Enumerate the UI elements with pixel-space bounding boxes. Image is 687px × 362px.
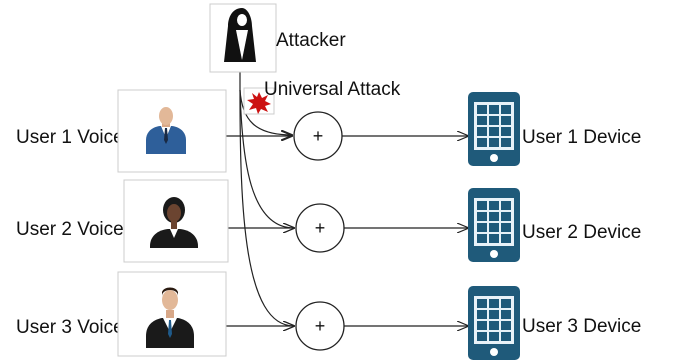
mixer-circle: [295, 301, 345, 351]
tablet-app-tile: [477, 310, 487, 319]
mixer-circle: [293, 111, 343, 161]
mixer-circle: [295, 203, 345, 253]
user-voice-label: User 3 Voice: [16, 317, 124, 338]
tablet-app-tile: [501, 223, 511, 232]
tablet-app-tile: [501, 310, 511, 319]
universal-attack-node: Universal Attack: [243, 79, 401, 115]
user-row-2: User 2 Voice + User 2 Device: [16, 179, 641, 263]
tablet-app-tile: [489, 332, 499, 341]
tablet-app-tile: [501, 321, 511, 330]
tablet-app-tile: [501, 299, 511, 308]
user-voice-label: User 1 Voice: [16, 127, 124, 148]
universal-attack-label: Universal Attack: [264, 79, 401, 100]
wiring: [196, 62, 468, 326]
tablet-app-tile: [477, 116, 487, 125]
tablet-app-tile: [477, 212, 487, 221]
tablet-app-tile: [477, 299, 487, 308]
tablet-grids: [477, 105, 511, 356]
tablet-app-tile: [489, 223, 499, 232]
businesswoman-icon: [150, 197, 198, 248]
tablet-app-tile: [489, 299, 499, 308]
tablet-app-tile: [489, 201, 499, 210]
user-row-3: User 3 Voice + User 3 Device: [16, 271, 641, 360]
user-row-1: User 1 Voice + User 1 Device: [16, 89, 641, 173]
tablet-app-tile: [477, 105, 487, 114]
tablet-app-tile: [489, 138, 499, 147]
tablet-app-tile: [489, 127, 499, 136]
tablet-app-tile: [489, 321, 499, 330]
tablet-app-tile: [501, 127, 511, 136]
virus-splat-icon: [247, 92, 271, 114]
tablet-app-tile: [477, 321, 487, 330]
tablet-app-tile: [489, 310, 499, 319]
tablet-home-button: [490, 250, 498, 258]
mixer-plus: +: [313, 126, 324, 146]
mixer-plus: +: [315, 218, 326, 238]
attack-path-3: [239, 89, 294, 326]
tablet-app-tile: [489, 105, 499, 114]
attack-path-2: [239, 89, 294, 228]
tablet-app-tile: [501, 212, 511, 221]
user-device-label: User 3 Device: [522, 316, 641, 337]
tablet-app-tile: [501, 234, 511, 243]
tablet-app-tile: [501, 332, 511, 341]
tablet-app-tile: [501, 105, 511, 114]
user-device-label: User 2 Device: [522, 222, 641, 243]
tablet-app-tile: [477, 138, 487, 147]
tablet-app-tile: [477, 127, 487, 136]
tablet-app-tile: [477, 332, 487, 341]
attacker-label: Attacker: [276, 30, 346, 51]
hooded-attacker-icon: [224, 8, 256, 62]
tablet-app-tile: [477, 223, 487, 232]
mixer-plus: +: [315, 316, 326, 336]
businessman-icon: [146, 287, 194, 348]
tablet-app-tile: [489, 212, 499, 221]
attacker-node: Attacker: [209, 3, 346, 73]
tablet-app-tile: [501, 116, 511, 125]
tablet-home-button: [490, 348, 498, 356]
tablet-home-button: [490, 154, 498, 162]
tablet-app-tile: [477, 201, 487, 210]
tablet-app-tile: [501, 201, 511, 210]
tablet-app-tile: [489, 234, 499, 243]
tablet-app-tile: [489, 116, 499, 125]
user-device-label: User 1 Device: [522, 127, 641, 148]
tablet-app-tile: [501, 138, 511, 147]
user-voice-label: User 2 Voice: [16, 219, 124, 240]
tablet-app-tile: [477, 234, 487, 243]
